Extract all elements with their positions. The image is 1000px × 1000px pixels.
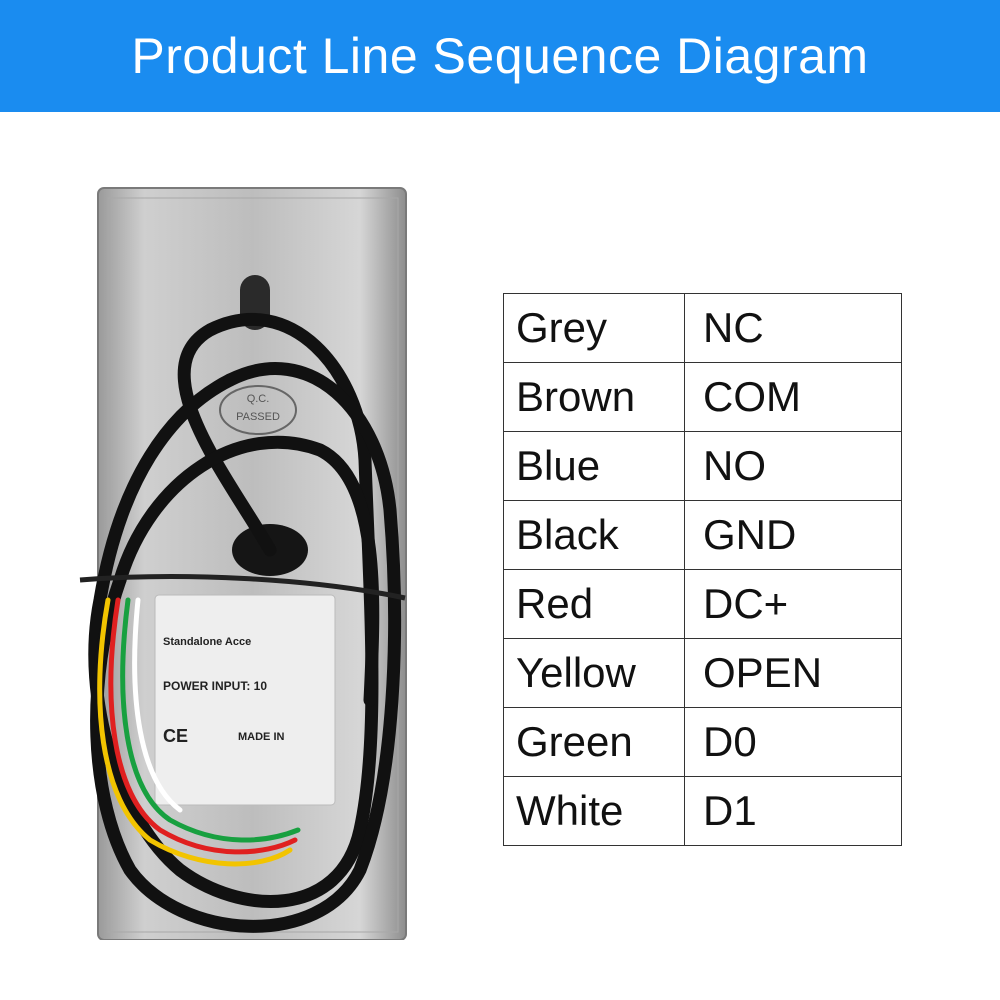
qc-stamp: [219, 385, 297, 435]
ce-mark: CE: [163, 726, 188, 746]
wire-color-cell: Grey: [503, 293, 685, 363]
label-line-3: MADE IN: [238, 731, 285, 743]
wire-signal-cell: OPEN: [684, 638, 902, 708]
header-banner: Product Line Sequence Diagram: [0, 0, 1000, 112]
card-reader-illustration: Standalone Acce POWER INPUT: 10 CE MADE …: [79, 187, 407, 941]
table-row: Grey NC: [503, 293, 902, 363]
table-row: Black GND: [503, 500, 902, 570]
table-row: Blue NO: [503, 431, 902, 501]
wire-color-cell: White: [503, 776, 685, 846]
wire-color-cell: Yellow: [503, 638, 685, 708]
table-row: White D1: [503, 776, 902, 846]
label-line-2: POWER INPUT: 10: [163, 679, 267, 693]
cable-tie: [79, 574, 406, 601]
wire-color-cell: Blue: [503, 431, 685, 501]
label-sticker: [154, 594, 336, 806]
qc-stamp-line-2: PASSED: [236, 411, 280, 423]
wire-signal-cell: NO: [684, 431, 902, 501]
wire-color-cell: Green: [503, 707, 685, 777]
wire-color-cell: Red: [503, 569, 685, 639]
colored-wires: [97, 597, 301, 867]
wire-signal-cell: D1: [684, 776, 902, 846]
table-row: Green D0: [503, 707, 902, 777]
page-title: Product Line Sequence Diagram: [131, 28, 869, 84]
table-row: Brown COM: [503, 362, 902, 432]
wire-signal-cell: GND: [684, 500, 902, 570]
table-row: Red DC+: [503, 569, 902, 639]
wiring-table: Grey NC Brown COM Blue NO Black GND Red …: [503, 293, 902, 846]
product-photo: Standalone Acce POWER INPUT: 10 CE MADE …: [60, 180, 430, 941]
wire-signal-cell: NC: [684, 293, 902, 363]
table-row: Yellow OPEN: [503, 638, 902, 708]
wire-color-cell: Brown: [503, 362, 685, 432]
black-cable-coil: [88, 312, 402, 933]
qc-stamp-line-1: Q.C.: [247, 393, 270, 405]
wire-signal-cell: D0: [684, 707, 902, 777]
wire-signal-cell: DC+: [684, 569, 902, 639]
wire-signal-cell: COM: [684, 362, 902, 432]
label-line-1: Standalone Acce: [163, 636, 251, 648]
wire-color-cell: Black: [503, 500, 685, 570]
